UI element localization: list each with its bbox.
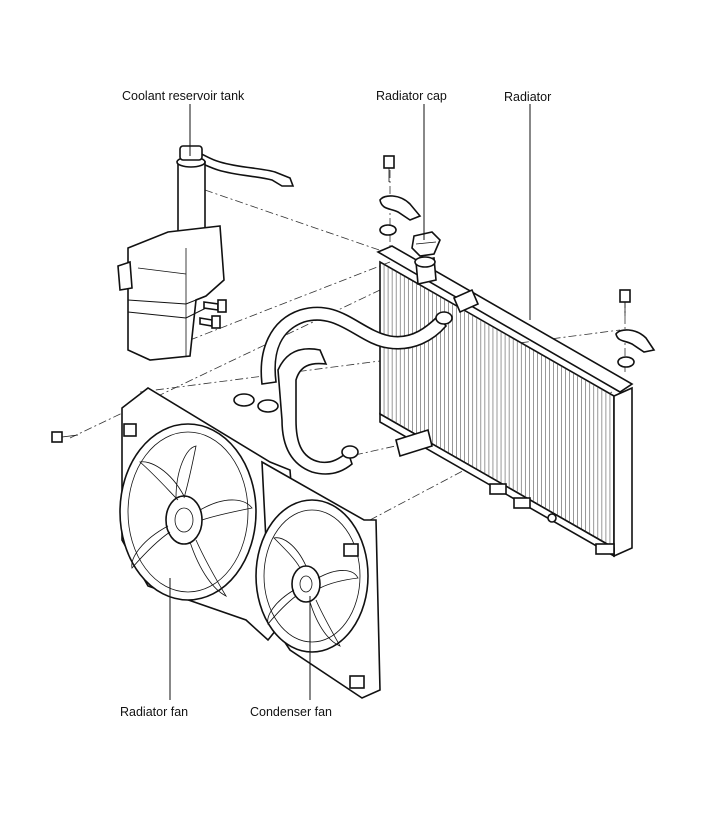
label-radiator-cap: Radiator cap xyxy=(376,89,447,103)
upper-mount-left xyxy=(379,155,422,236)
label-condenser-fan: Condenser fan xyxy=(250,705,332,719)
radiator xyxy=(376,245,634,558)
upper-mount-right xyxy=(615,289,656,368)
condenser-fan xyxy=(255,460,381,699)
coolant-reservoir-tank xyxy=(117,145,295,361)
fan-mount-bolt xyxy=(51,431,79,443)
label-coolant-reservoir-tank: Coolant reservoir tank xyxy=(122,89,245,103)
radiator-cap xyxy=(411,231,441,257)
radiator-hoses xyxy=(233,306,453,475)
label-radiator: Radiator xyxy=(504,90,551,104)
label-radiator-fan: Radiator fan xyxy=(120,705,188,719)
leader-lines xyxy=(169,104,531,700)
